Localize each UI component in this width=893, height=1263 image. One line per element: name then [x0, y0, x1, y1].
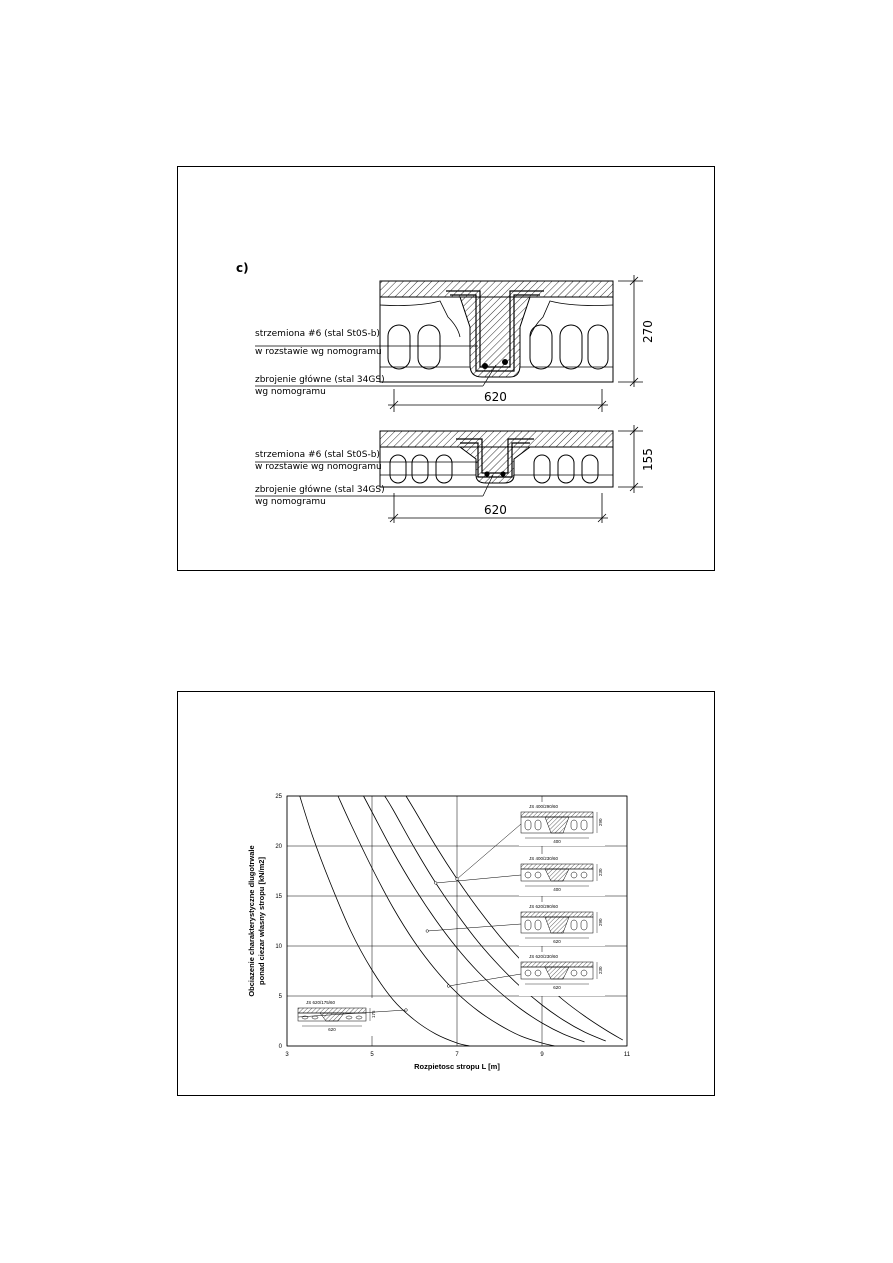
height-dim-270: 270	[641, 320, 655, 343]
x-tick-label: 7	[455, 1052, 459, 1058]
inset-width-dim: 620	[553, 985, 561, 990]
y-tick-label: 0	[279, 1044, 283, 1050]
inset-leader-line	[448, 973, 522, 987]
inset-label: JS 620/290/60	[529, 904, 559, 909]
series-curve	[337, 795, 555, 1047]
inset-width-dim: 620	[328, 1027, 336, 1032]
chart-series	[299, 795, 623, 1047]
y-axis-label-line1: Obciazenie charakterystyczne dlugotrwale	[247, 845, 256, 996]
inset-label: JS 400/230/60	[529, 856, 559, 861]
inset-height-dim: 230	[598, 868, 603, 876]
inset-leader-line	[456, 823, 522, 880]
inset-leader-line	[427, 923, 522, 932]
series-curve	[363, 795, 585, 1043]
inset-label: JS 620/230/60	[529, 954, 559, 959]
inset-leader-marker	[455, 877, 459, 881]
series-curve	[405, 795, 623, 1041]
x-axis-label: Rozpietosc stropu L [m]	[414, 1062, 500, 1071]
inset-section-drawing: JS 620/230/60 230 620	[519, 952, 605, 996]
label-stirrups-line2: w rozstawie wg nomogramu	[255, 347, 382, 357]
inset-section-drawing: JS 400/290/60 290 400	[519, 802, 605, 846]
inset-leader-line	[435, 874, 522, 884]
inset-label: JS 400/290/60	[529, 804, 559, 809]
label-main-line2: wg nomogramu	[255, 497, 326, 507]
x-tick-label: 3	[285, 1052, 289, 1058]
width-dim-620-bottom: 620	[484, 503, 507, 517]
inset-leader-marker	[446, 984, 451, 988]
section-155: 155 620 strzemiona #6 (stal St0S-b) w ro…	[255, 425, 655, 523]
inset-label: JS 620/175/60	[306, 1000, 336, 1005]
label-main-line1: zbrojenie główne (stal 34GS)	[255, 484, 385, 495]
slide-cross-sections: c)	[177, 166, 715, 571]
inset-height-dim: 175	[371, 1010, 376, 1018]
label-stirrups-line1: strzemiona #6 (stal St0S-b)	[255, 329, 380, 339]
inset-section-drawing: JS 620/175/60 175 620	[296, 998, 378, 1036]
label-main-line1: zbrojenie główne (stal 34GS)	[255, 374, 385, 385]
y-tick-label: 20	[275, 844, 282, 850]
inset-height-dim: 230	[598, 966, 603, 974]
section-270: 270 620 strzemiona #6 (stal St0S-b) w ro…	[255, 275, 655, 412]
y-tick-label: 5	[279, 994, 283, 1000]
y-axis-label-line2: ponad ciezar wlasny stropu [kN/m2]	[257, 857, 266, 985]
y-tick-label: 15	[275, 894, 282, 900]
y-tick-label: 25	[275, 794, 282, 800]
x-tick-label: 9	[540, 1052, 544, 1058]
inset-height-dim: 290	[598, 818, 603, 826]
series-curve	[384, 795, 606, 1042]
inset-section-drawing: JS 400/230/60 230 400	[519, 854, 605, 896]
y-tick-label: 10	[275, 944, 282, 950]
label-stirrups-line1: strzemiona #6 (stal St0S-b)	[255, 450, 380, 460]
inset-leader-line	[297, 1009, 407, 1018]
inset-leader-marker	[425, 929, 429, 933]
height-dim-155: 155	[641, 448, 655, 471]
panel-label: c)	[236, 261, 249, 275]
inset-height-dim: 290	[598, 918, 603, 926]
inset-width-dim: 400	[553, 839, 561, 844]
x-tick-label: 11	[624, 1052, 631, 1058]
cross-section-drawing: c)	[236, 261, 655, 523]
plot-frame	[286, 795, 628, 1047]
inset-width-dim: 620	[553, 939, 561, 944]
label-stirrups-line2: w rozstawie wg nomogramu	[255, 462, 382, 472]
width-dim-620-top: 620	[484, 390, 507, 404]
x-tick-label: 5	[370, 1052, 374, 1058]
inset-width-dim: 400	[553, 887, 561, 892]
inset-section-drawing: JS 620/290/60 290 620	[519, 902, 605, 946]
inset-leader-marker	[434, 881, 438, 885]
inset-leader-marker	[404, 1008, 408, 1012]
series-curve	[299, 795, 470, 1047]
chart-axes: 3 5 7 9 11 0 5 10 15 20 25	[275, 794, 630, 1058]
label-main-line2: wg nomogramu	[255, 387, 326, 397]
